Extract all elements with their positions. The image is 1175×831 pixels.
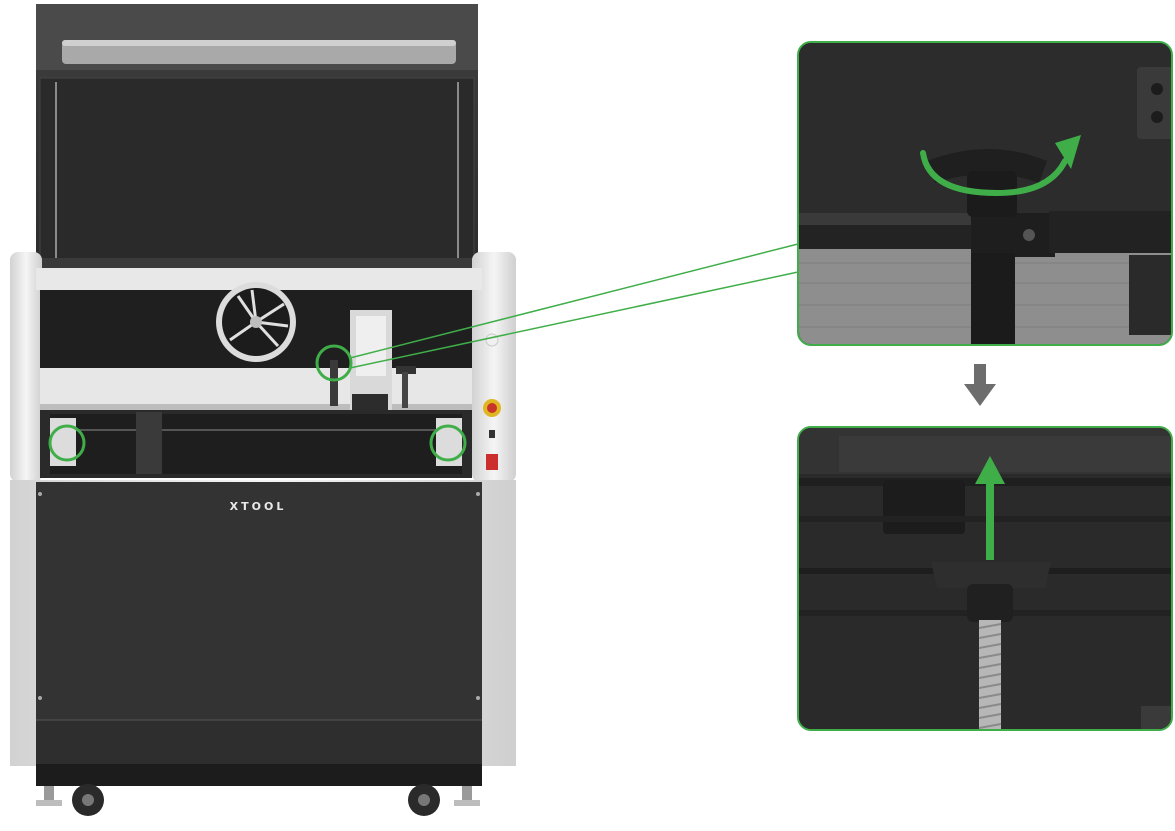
cabinet (10, 480, 516, 786)
laser-machine-illustration (10, 4, 516, 816)
upper-body (10, 252, 516, 482)
detail-panel-rotate-knob (797, 41, 1173, 346)
rotate-arrow-icon (920, 150, 1068, 197)
highlight-circle-left (48, 424, 86, 462)
casters (36, 784, 480, 816)
highlight-circle-right (429, 424, 467, 462)
lid (36, 4, 478, 272)
detail-panel-lift-knob (797, 426, 1173, 731)
down-arrow-icon (964, 364, 996, 406)
lift-arrow-icon (975, 456, 1005, 560)
brand-label: XTOOL (229, 500, 287, 513)
